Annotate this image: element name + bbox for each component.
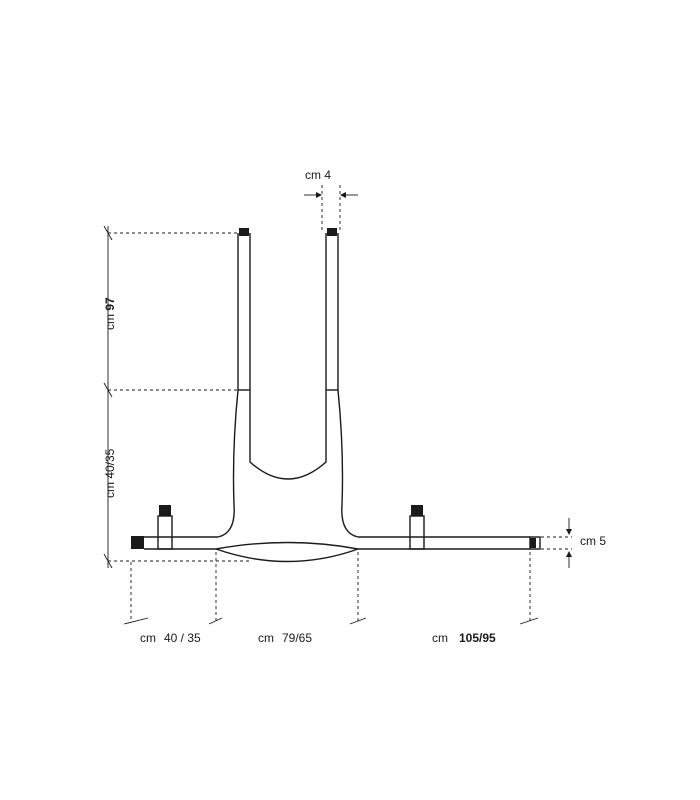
right-arrow-top-head [566, 529, 572, 535]
bottom-center-dim-prefix: cm [258, 631, 274, 645]
bottom-left-dim-label: cm 40 / 35 [140, 631, 201, 645]
left-base-end-cap [131, 536, 144, 549]
right-side-dim-label: cm 5 [580, 534, 606, 548]
outer-right-flare [337, 389, 530, 538]
left-upright-top-cap [239, 228, 249, 236]
bottom-tick-2 [208, 617, 223, 625]
upper-height-value: 97 [103, 297, 117, 311]
right-clamp-top [411, 505, 423, 516]
bottom-right-dim-value: 105/95 [459, 631, 496, 645]
lower-height-label: cm 40/35 [103, 448, 117, 498]
tube-width-label: cm 4 [305, 168, 331, 182]
outer-left-flare [144, 389, 239, 538]
frame-outline [131, 228, 541, 563]
left-clamp-body [157, 515, 173, 550]
bottom-left-dim-value: 40 / 35 [164, 631, 201, 645]
bottom-tick-1 [123, 617, 149, 625]
upper-height-label: cm 97 [103, 297, 117, 330]
bottom-left-dim-prefix: cm [140, 631, 156, 645]
right-base-end-cap-fill [530, 538, 536, 548]
base-center-bulge-top [215, 541, 359, 550]
bottom-right-dim-label: cm 105/95 [432, 631, 496, 645]
dimension-lines [103, 185, 572, 625]
right-clamp-body [409, 515, 425, 550]
upper-height-prefix: cm [103, 314, 117, 330]
inner-u-curve [249, 390, 327, 480]
right-arrow-bottom-head [566, 551, 572, 557]
bottom-tick-3 [349, 617, 367, 625]
width-arrow-right-head [340, 192, 346, 198]
left-clamp-top [159, 505, 171, 516]
bottom-tick-4 [519, 617, 539, 625]
base-bottom-line [144, 548, 530, 563]
bottom-right-dim-prefix: cm [432, 631, 448, 645]
bottom-center-dim-label: cm 79/65 [258, 631, 312, 645]
dimension-labels: cm 4 cm 97 cm 40/35 cm 40 / 35 cm 79/65 cm… [103, 168, 606, 645]
right-upright-top-cap [327, 228, 337, 236]
width-arrow-left-head [316, 192, 322, 198]
bottom-center-dim-value: 79/65 [282, 631, 312, 645]
